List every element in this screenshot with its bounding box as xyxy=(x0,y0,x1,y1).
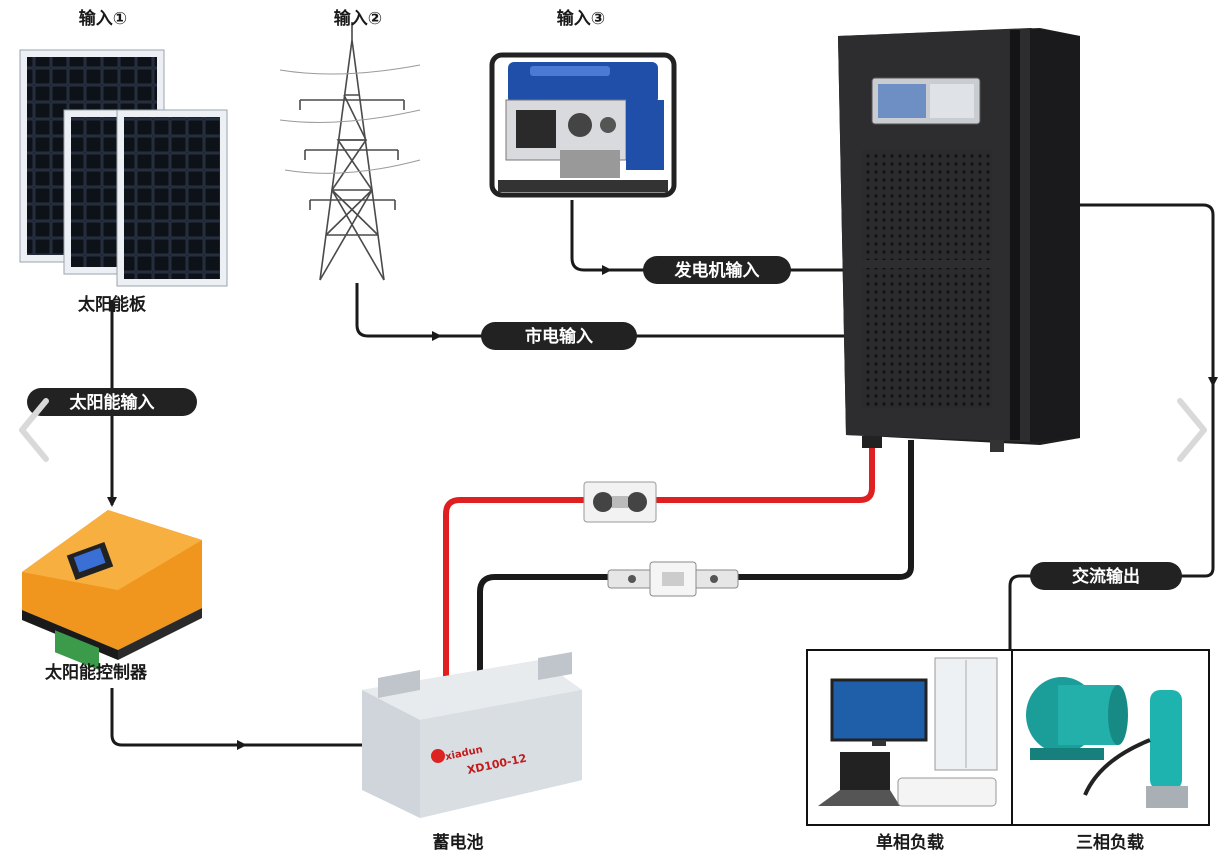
wire-generator-to-inverter xyxy=(570,200,612,275)
pill-grid-input-text: 市电输入 xyxy=(525,326,593,347)
pill-generator-input-text: 发电机输入 xyxy=(674,260,760,281)
inverter xyxy=(838,28,1080,452)
wire-grid-to-inverter xyxy=(355,283,442,341)
battery-caption: 蓄电池 xyxy=(433,832,484,853)
solar-panel-caption: 太阳能板 xyxy=(78,294,147,315)
pill-solar-input: 太阳能输入 xyxy=(27,388,197,416)
transmission-tower xyxy=(279,22,421,281)
input-2-label: 输入② xyxy=(334,8,382,29)
solar-controller-caption: 太阳能控制器 xyxy=(45,662,148,683)
three-phase-load-box xyxy=(1011,649,1210,826)
carousel-prev-arrow[interactable] xyxy=(14,395,54,465)
pill-grid-input: 市电输入 xyxy=(481,322,637,350)
wire-battery-positive xyxy=(443,440,875,678)
carousel-next-arrow[interactable] xyxy=(1172,395,1212,465)
pill-solar-input-text: 太阳能输入 xyxy=(70,392,155,413)
pill-ac-output-text: 交流输出 xyxy=(1072,566,1140,587)
chevron-left-icon xyxy=(19,398,49,462)
chevron-right-icon xyxy=(1177,398,1207,462)
battery xyxy=(362,652,582,818)
input-3-label: 输入③ xyxy=(557,8,605,29)
generator xyxy=(489,52,677,198)
wire-inverter-output xyxy=(1080,203,1218,387)
breaker-negative xyxy=(607,561,739,597)
solar-panels xyxy=(19,49,228,287)
breaker-positive xyxy=(583,481,657,523)
single-phase-load-caption: 单相负载 xyxy=(876,832,944,853)
three-phase-load-caption: 三相负载 xyxy=(1076,832,1144,853)
input-1-label: 输入① xyxy=(79,8,127,29)
pill-generator-input: 发电机输入 xyxy=(643,256,791,284)
single-phase-load-box xyxy=(806,649,1013,826)
wire-battery-negative xyxy=(477,440,914,678)
solar-controller xyxy=(22,510,202,670)
wire-controller-to-battery xyxy=(110,688,247,750)
pill-ac-output: 交流输出 xyxy=(1030,562,1182,590)
